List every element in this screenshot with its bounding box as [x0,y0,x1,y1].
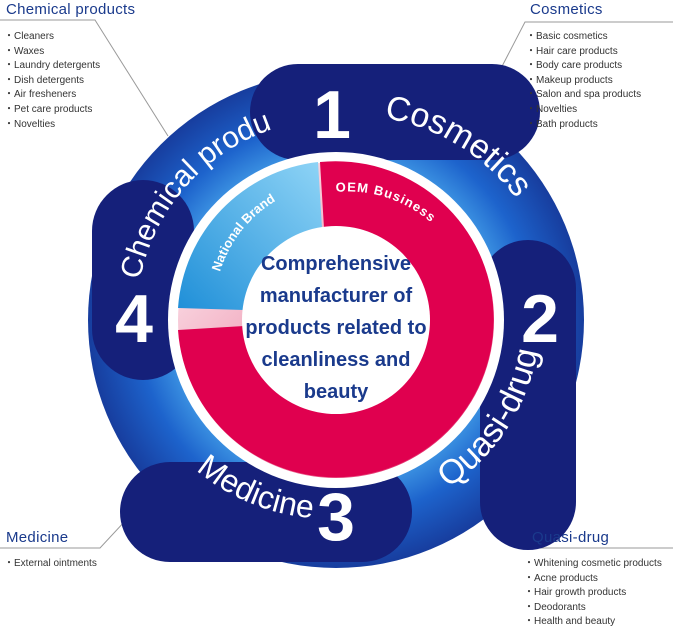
list-item: Salon and spa products [526,88,641,103]
center-line: manufacturer of [260,285,413,307]
list-item: Novelties [4,118,100,133]
center-line: Comprehensive [261,253,411,275]
list-item: Pet care products [4,103,100,118]
number-4: 4 [115,281,153,357]
cosmetics-band [250,64,540,160]
oem-business-arc [178,161,494,478]
list-item: Waxes [4,45,100,60]
list-item: Dish detergents [4,74,100,89]
list-item: Cleaners [4,30,100,45]
quasi-drug-list: Whitening cosmetic products Acne product… [524,557,662,630]
list-item: External ointments [4,557,97,572]
number-1: 1 [313,77,351,153]
list-item: Novelties [526,103,641,118]
list-item: Hair growth products [524,586,662,601]
list-item: Body care products [526,59,641,74]
chemical-leader-line [0,19,169,137]
cosmetics-list: Basic cosmetics Hair care products Body … [526,30,641,132]
center-disc [242,226,430,414]
number-2: 2 [521,281,559,357]
center-line: products related to [245,317,426,339]
medicine-list: External ointments [4,557,97,572]
national-brand-arc [178,162,322,310]
quasi-drug-heading: Quasi-drug [532,529,610,546]
center-text: Comprehensive manufacturer of products r… [245,253,426,403]
list-item: Whitening cosmetic products [524,557,662,572]
list-item: Hair care products [526,45,641,60]
list-item: Laundry detergents [4,59,100,74]
list-item: Health and beauty [524,615,662,630]
chemical-products-heading: Chemical products [6,1,136,18]
chemical-products-list: Cleaners Waxes Laundry detergents Dish d… [4,30,100,132]
cosmetics-heading: Cosmetics [530,1,603,18]
quasi-drug-band [480,240,576,550]
medicine-heading: Medicine [6,529,69,546]
center-line: cleanliness and [262,349,411,371]
center-line: beauty [304,381,369,403]
number-3: 3 [317,479,355,555]
list-item: Makeup products [526,74,641,89]
list-item: Deodorants [524,601,662,616]
list-item: Bath products [526,118,641,133]
list-item: Basic cosmetics [526,30,641,45]
list-item: Acne products [524,572,662,587]
list-item: Air fresheners [4,88,100,103]
